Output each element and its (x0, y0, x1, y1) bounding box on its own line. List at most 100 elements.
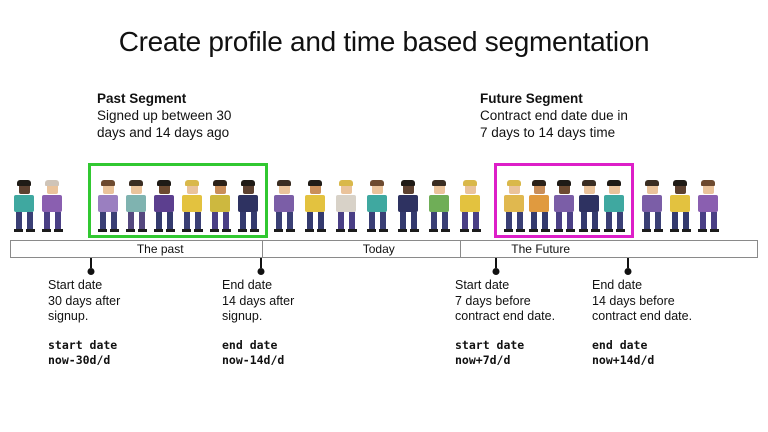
person-hair (701, 180, 715, 186)
person-torso (529, 195, 549, 212)
annotation-code-line: start date (455, 337, 525, 352)
person-figure (236, 180, 260, 232)
person-head (18, 183, 30, 194)
person-head (702, 183, 714, 194)
person-figure (12, 180, 36, 232)
person-head (608, 183, 620, 194)
person-head (130, 183, 142, 194)
annotation-desc-line: contract end date. (455, 309, 556, 323)
person-legs (580, 212, 598, 229)
timeline-label-past: The past (136, 242, 184, 256)
person-figure (577, 180, 601, 232)
person-legs (183, 212, 201, 229)
person-head (464, 183, 476, 194)
person-head (242, 183, 254, 194)
person-head (371, 183, 383, 194)
person-feet (528, 229, 550, 232)
person-feet (209, 229, 231, 232)
person-legs (399, 212, 417, 229)
person-hair (308, 180, 322, 186)
person-torso (274, 195, 294, 212)
people-group-middle (272, 180, 482, 232)
person-figure (272, 180, 296, 232)
person-figure (668, 180, 692, 232)
person-feet (237, 229, 259, 232)
person-legs (605, 212, 623, 229)
person-legs (555, 212, 573, 229)
person-torso (579, 195, 599, 212)
person-hair (607, 180, 621, 186)
person-hair (241, 180, 255, 186)
person-feet (41, 229, 63, 232)
past-segment-box (88, 163, 268, 238)
future-segment-desc-line: Contract end date due in (480, 108, 628, 123)
person-hair (463, 180, 477, 186)
connector-future-end (627, 258, 629, 268)
past-segment-label: Past Segment Signed up between 30 days a… (97, 90, 231, 141)
annotation-desc-line: 14 days before (592, 293, 675, 308)
person-torso (429, 195, 449, 212)
timeline-divider (261, 241, 263, 257)
annotation-desc-line: Start date (48, 278, 103, 292)
person-torso (504, 195, 524, 212)
person-head (583, 183, 595, 194)
past-segment-desc-line: Signed up between 30 (97, 108, 232, 123)
person-legs (337, 212, 355, 229)
annotation-code-line: start date (48, 337, 118, 352)
person-torso (460, 195, 480, 212)
person-hair (17, 180, 31, 186)
person-feet (304, 229, 326, 232)
person-figure (40, 180, 64, 232)
person-figure (527, 180, 551, 232)
person-hair (339, 180, 353, 186)
person-figure (208, 180, 232, 232)
person-legs (211, 212, 229, 229)
timeline-label-today: Today (362, 242, 395, 256)
person-hair (129, 180, 143, 186)
connector-past-start (90, 258, 92, 268)
people-group-left (12, 180, 64, 232)
timeline-label-future: The Future (511, 242, 571, 256)
person-feet (366, 229, 388, 232)
person-feet (428, 229, 450, 232)
person-head (674, 183, 686, 194)
connector-future-start (495, 258, 497, 268)
person-feet (97, 229, 119, 232)
person-figure (640, 180, 664, 232)
person-legs (155, 212, 173, 229)
person-legs (43, 212, 61, 229)
person-figure (152, 180, 176, 232)
annotation-desc-line: 7 days before (455, 293, 531, 308)
person-figure (427, 180, 451, 232)
person-torso (98, 195, 118, 212)
person-feet (697, 229, 719, 232)
person-torso (336, 195, 356, 212)
person-hair (532, 180, 546, 186)
person-torso (14, 195, 34, 212)
person-torso (238, 195, 258, 212)
person-head (309, 183, 321, 194)
person-figure (96, 180, 120, 232)
person-legs (643, 212, 661, 229)
person-head (558, 183, 570, 194)
person-head (402, 183, 414, 194)
annotation-desc-line: End date (592, 278, 643, 292)
person-torso (42, 195, 62, 212)
person-figure (334, 180, 358, 232)
annotation-desc-line: End date (222, 278, 273, 292)
person-torso (698, 195, 718, 212)
person-hair (507, 180, 521, 186)
annotation-future-end: End date 14 days before contract end dat… (592, 278, 727, 368)
annotation-code-line: now+14d/d (592, 352, 655, 367)
person-head (158, 183, 170, 194)
person-feet (503, 229, 525, 232)
person-torso (154, 195, 174, 212)
person-legs (306, 212, 324, 229)
person-legs (505, 212, 523, 229)
person-hair (101, 180, 115, 186)
person-figure (396, 180, 420, 232)
people-group-right (640, 180, 720, 232)
person-head (340, 183, 352, 194)
annotation-desc-line: Start date (455, 278, 510, 292)
person-hair (370, 180, 384, 186)
